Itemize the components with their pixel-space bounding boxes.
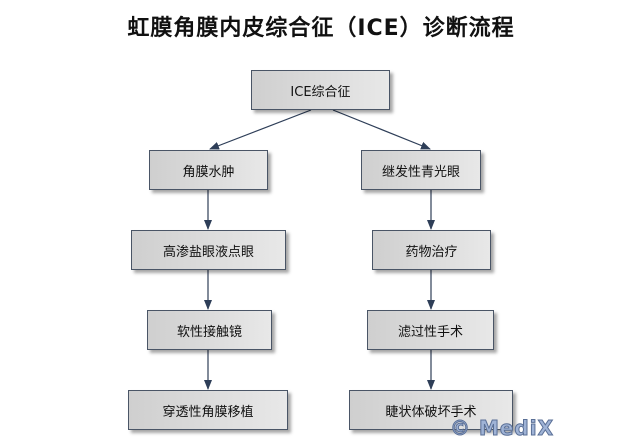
watermark-logo: © MediX — [449, 416, 555, 440]
node-right-4: 睫状体破坏手术 — [349, 390, 513, 430]
node-root: ICE综合征 — [251, 70, 390, 110]
arrow-root-left — [209, 109, 312, 150]
node-left-3: 软性接触镜 — [147, 310, 272, 350]
node-right-3: 滤过性手术 — [367, 310, 494, 350]
node-left-2: 高渗盐眼液点眼 — [131, 230, 286, 270]
diagram-title: 虹膜角膜内皮综合征（ICE）诊断流程 — [127, 16, 515, 41]
node-left-1: 角膜水肿 — [149, 150, 268, 190]
arrow-root-right — [332, 109, 431, 150]
node-right-1: 继发性青光眼 — [361, 150, 481, 190]
node-left-4: 穿透性角膜移植 — [128, 390, 288, 430]
node-right-2: 药物治疗 — [372, 230, 491, 270]
